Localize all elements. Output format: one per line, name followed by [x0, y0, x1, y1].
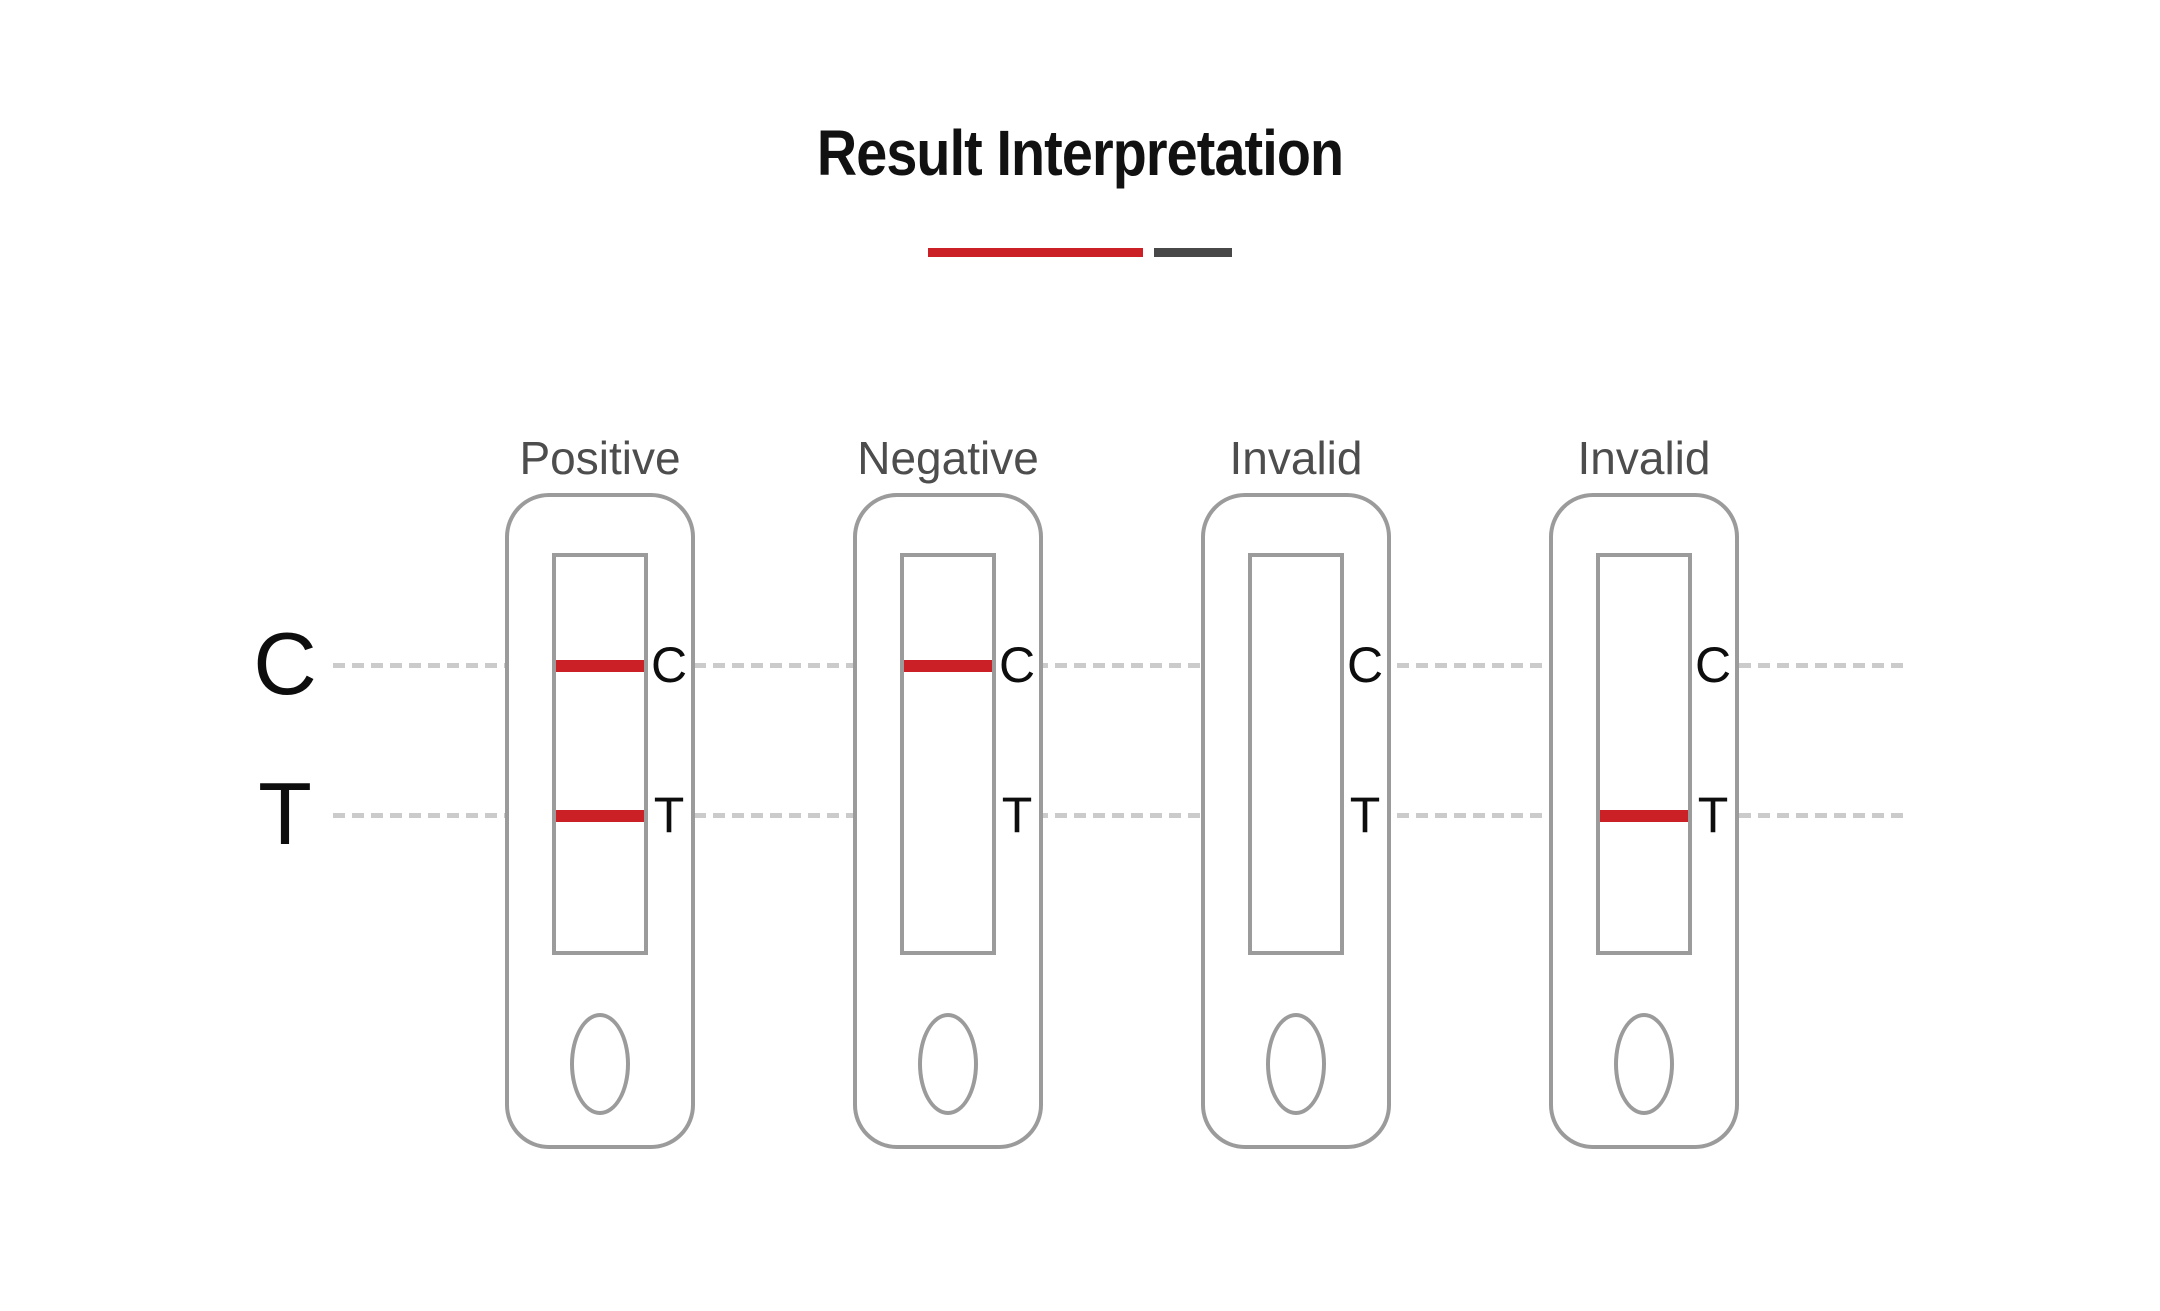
test-letter: T: [653, 787, 685, 843]
cassette-label: Negative: [857, 432, 1039, 484]
cassette-window: [1248, 553, 1344, 955]
test-letter: T: [1697, 787, 1729, 843]
cassette: Invalid C T: [1201, 433, 1391, 1149]
cassette-label: Positive: [519, 432, 681, 484]
cassette-window: [900, 553, 996, 955]
cassette: Invalid C T: [1549, 433, 1739, 1149]
test-line-band: [556, 810, 644, 822]
test-letter: T: [1001, 787, 1033, 843]
test-letter: T: [1349, 787, 1381, 843]
cassette: Positive C T: [505, 433, 695, 1149]
cassette-body: C T: [853, 493, 1043, 1149]
cassette-window: [552, 553, 648, 955]
sample-well-icon: [570, 1013, 630, 1115]
title-divider: [0, 248, 2160, 257]
page-title: Result Interpretation: [816, 117, 1344, 189]
test-line-guide: [333, 813, 1905, 818]
sample-well-icon: [1614, 1013, 1674, 1115]
cassette-body: C T: [1549, 493, 1739, 1149]
sample-well-icon: [1266, 1013, 1326, 1115]
cassette-window: [1596, 553, 1692, 955]
divider-dark-bar: [1154, 248, 1232, 257]
divider-red-bar: [928, 248, 1143, 257]
cassette-body: C T: [1201, 493, 1391, 1149]
control-axis-label: C: [253, 614, 317, 713]
control-letter: C: [1346, 637, 1384, 693]
cassette-label: Invalid: [1229, 432, 1363, 484]
control-letter: C: [1694, 637, 1732, 693]
cassette-row: Positive C T Negative C T Invalid C T: [505, 433, 1739, 1149]
control-line-band: [904, 660, 992, 672]
sample-well-icon: [918, 1013, 978, 1115]
control-letter: C: [650, 637, 688, 693]
test-axis-label: T: [258, 764, 312, 863]
control-line-guide: [333, 663, 1905, 668]
control-letter: C: [998, 637, 1036, 693]
control-line-band: [556, 660, 644, 672]
test-line-band: [1600, 810, 1688, 822]
cassette-label: Invalid: [1577, 432, 1711, 484]
cassette: Negative C T: [853, 433, 1043, 1149]
cassette-body: C T: [505, 493, 695, 1149]
